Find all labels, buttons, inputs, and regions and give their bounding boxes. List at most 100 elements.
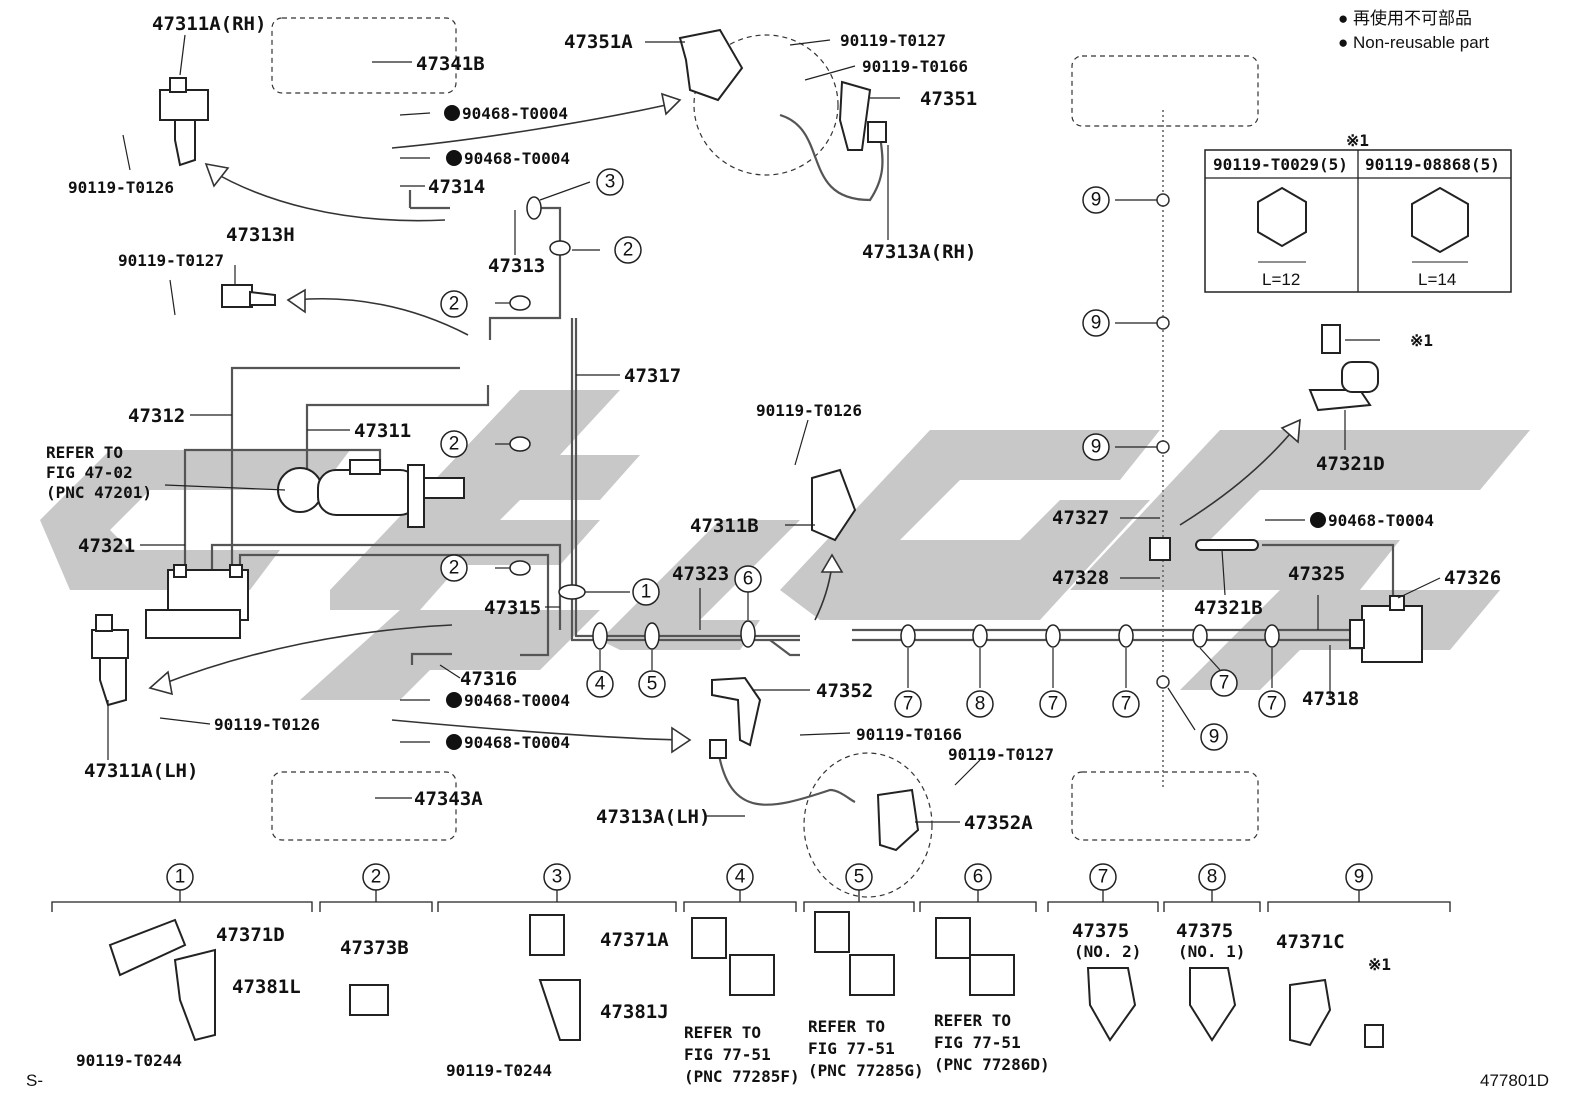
callout-7e: 7: [1267, 694, 1278, 715]
note-x1-table: ※1: [1346, 131, 1369, 150]
detail-ring-rh: [693, 34, 839, 176]
label-90119-T0127-b: 90119-T0127: [840, 31, 946, 50]
detail-ring-lh: [803, 752, 933, 898]
table-length-2: L=14: [1418, 270, 1456, 289]
bracket-47311A-RH: [159, 77, 209, 167]
table-header-1: 90119-T0029(5): [1213, 155, 1348, 174]
label-47313: 47313: [488, 255, 545, 277]
label-47323: 47323: [672, 563, 729, 585]
group-5-line2: FIG 77-51: [808, 1039, 895, 1058]
label-90119-T0126-b: 90119-T0126: [756, 401, 862, 420]
label-47313H: 47313H: [226, 224, 295, 246]
callout-5: 5: [647, 674, 658, 695]
group-3-part-b: 47381J: [600, 1001, 669, 1023]
group-8-number: 8: [1207, 867, 1218, 888]
refer-to-line3: (PNC 47201): [46, 483, 152, 502]
label-47343A: 47343A: [414, 788, 483, 810]
group-8-part: 47375: [1176, 920, 1233, 942]
group-6-line3: (PNC 77286D): [934, 1055, 1050, 1074]
group-3-part-a: 47371A: [600, 929, 669, 951]
label-90119-T0127-a: 90119-T0127: [118, 251, 224, 270]
ref-box-top-left: [271, 17, 457, 94]
group-4-line3: (PNC 77285F): [684, 1067, 800, 1086]
label-47311A-LH: 47311A(LH): [84, 760, 198, 782]
label-90119-T0166-b: 90119-T0166: [856, 725, 962, 744]
bracket-47351: [838, 80, 872, 151]
label-90119-T0166-a: 90119-T0166: [862, 57, 968, 76]
group-2-number: 2: [371, 867, 382, 888]
group-6-line1: REFER TO: [934, 1011, 1011, 1030]
hose-47313A-RH: [779, 113, 887, 202]
actuator-47321: [145, 564, 249, 639]
label-47321B: 47321B: [1194, 597, 1263, 619]
callout-7b: 7: [1048, 694, 1059, 715]
flow-arrows: [148, 92, 1301, 754]
note-x1: ※1: [1410, 331, 1433, 350]
group-5-line1: REFER TO: [808, 1017, 885, 1036]
label-47351A: 47351A: [564, 31, 633, 53]
label-47326: 47326: [1444, 567, 1501, 589]
callout-6: 6: [743, 569, 754, 590]
bottom-group-brackets: [51, 890, 1451, 912]
legend-en: ● Non-reusable part: [1338, 33, 1489, 52]
bracket-47351A: [678, 28, 744, 102]
callout-1: 1: [641, 582, 652, 603]
ref-box-bottom-left: [271, 771, 457, 841]
group-1-part-a: 47371D: [216, 924, 285, 946]
callout-7d: 7: [1219, 673, 1230, 694]
junction-47321B: [1149, 537, 1259, 561]
label-47328: 47328: [1052, 567, 1109, 589]
legend-jp: ● 再使用不可部品: [1338, 8, 1472, 28]
label-90119-T0127-c: 90119-T0127: [948, 745, 1054, 764]
label-47311: 47311: [354, 420, 411, 442]
bolt-table: [1204, 149, 1512, 293]
hose-47313A-LH: [709, 739, 856, 806]
label-47316: 47316: [460, 668, 517, 690]
bottom-clip-sketches: [108, 911, 1384, 1048]
label-47341B: 47341B: [416, 53, 485, 75]
bracket-47311A-LH: [91, 614, 129, 707]
ref-box-bottom-right: [1071, 771, 1259, 841]
bracket-47352A: [876, 788, 920, 852]
pipe-clips: [509, 196, 1280, 650]
callout-4: 4: [595, 674, 606, 695]
group-9-part: 47371C: [1276, 931, 1345, 953]
callout-2d: 2: [449, 558, 460, 579]
label-47321: 47321: [78, 535, 135, 557]
group-1-part-c: 90119-T0244: [76, 1051, 182, 1070]
label-47313A-RH: 47313A(RH): [862, 241, 976, 263]
group-8-sub: (NO. 1): [1178, 942, 1245, 961]
group-7-number: 7: [1098, 867, 1109, 888]
label-90468-e: 90468-T0004: [1328, 511, 1434, 530]
callout-9b: 9: [1091, 313, 1102, 334]
table-length-1: L=12: [1262, 270, 1300, 289]
group-2-part-a: 47373B: [340, 937, 409, 959]
group-3-number: 3: [552, 867, 563, 888]
label-47352: 47352: [816, 680, 873, 702]
group-4-number: 4: [735, 867, 746, 888]
group-5-number: 5: [854, 867, 865, 888]
label-47318: 47318: [1302, 688, 1359, 710]
label-90468-c: 90468-T0004: [464, 691, 570, 710]
label-90119-T0126-c: 90119-T0126: [214, 715, 320, 734]
callout-circles: [440, 168, 1286, 751]
group-4-line2: FIG 77-51: [684, 1045, 771, 1064]
label-90468-a: 90468-T0004: [462, 104, 568, 123]
callout-9a: 9: [1091, 190, 1102, 211]
non-reusable-marks: [444, 105, 1326, 750]
group-1-part-b: 47381L: [232, 976, 301, 998]
callout-9c: 9: [1091, 437, 1102, 458]
label-47327: 47327: [1052, 507, 1109, 529]
refer-to-line1: REFER TO: [46, 443, 123, 462]
callout-9d: 9: [1209, 727, 1220, 748]
label-47317: 47317: [624, 365, 681, 387]
footer-left: S-: [26, 1071, 43, 1090]
group-6-line2: FIG 77-51: [934, 1033, 1021, 1052]
ref-box-top-right: [1071, 55, 1259, 127]
group-1-number: 1: [175, 867, 186, 888]
callout-3: 3: [605, 172, 616, 193]
union-47326: [1349, 595, 1423, 663]
group-6-number: 6: [973, 867, 984, 888]
bracket-47352: [711, 676, 762, 747]
